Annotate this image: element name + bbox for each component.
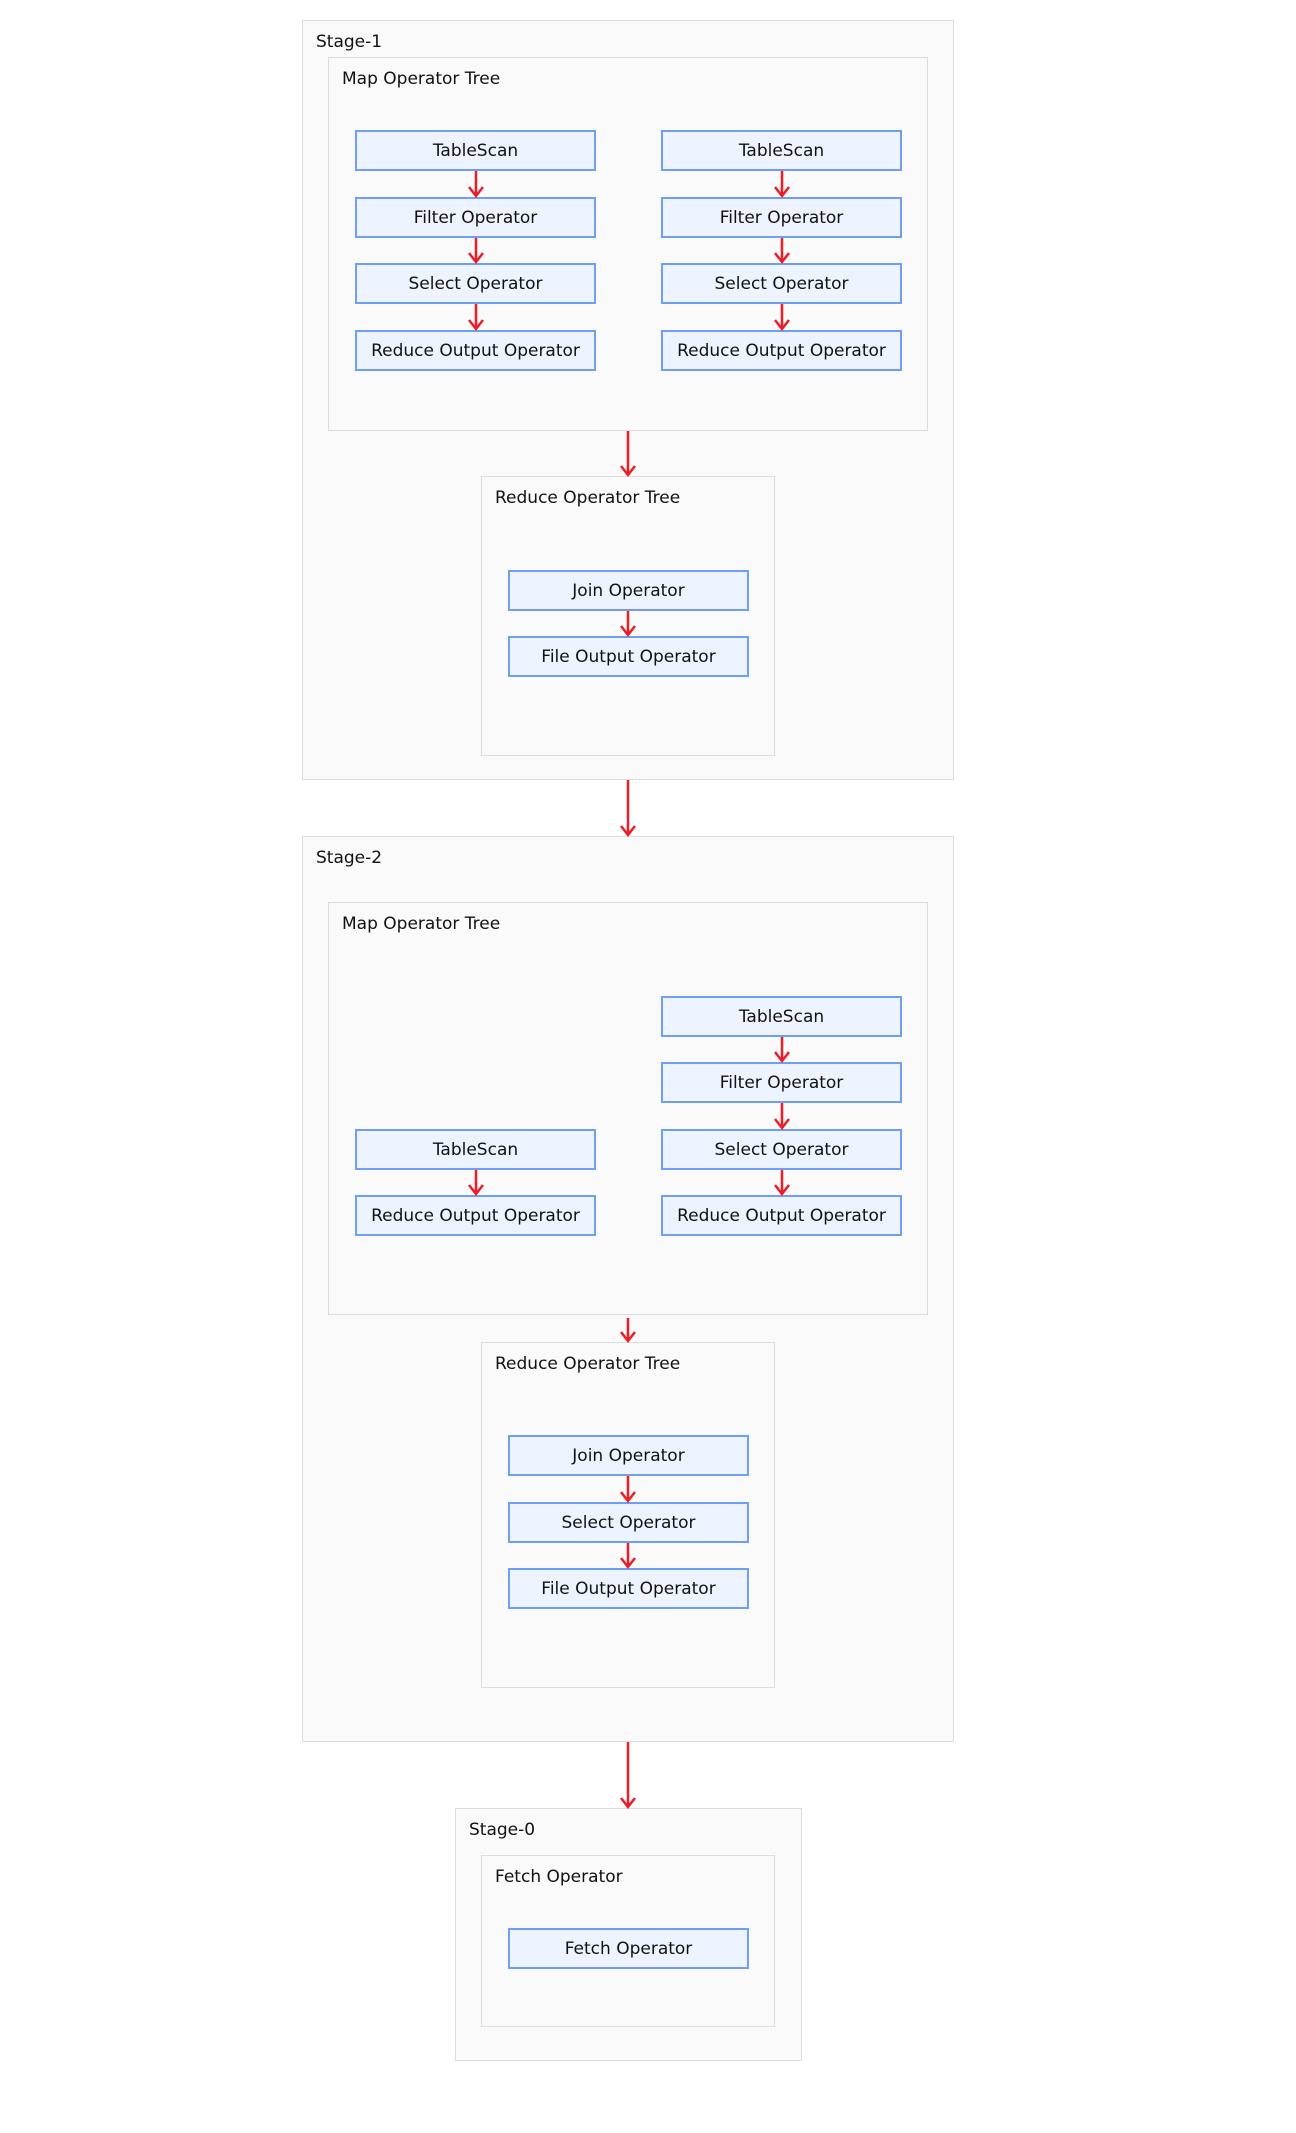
edge-stage-2-to-stage-0-arrow <box>620 1742 636 1810</box>
stage-1-map-left-tablescan-node: TableScan <box>355 130 596 171</box>
stage-1-map-tree: Map Operator Tree <box>328 57 928 431</box>
stage-1-map-right-tablescan-node: TableScan <box>661 130 902 171</box>
stage-1-map-left-filter-node: Filter Operator <box>355 197 596 238</box>
stage-0-fetch-tree-title: Fetch Operator <box>495 1867 623 1887</box>
stage-1-map-left-reduce-output-node: Reduce Output Operator <box>355 330 596 371</box>
stage-2-map-left-tablescan-node: TableScan <box>355 1129 596 1170</box>
stage-1-reduce-file-output-node: File Output Operator <box>508 636 749 677</box>
stage-1-map-right-select-node: Select Operator <box>661 263 902 304</box>
edge-stage-1-to-stage-2-arrow <box>620 780 636 838</box>
stage-2-map-right-select-node: Select Operator <box>661 1129 902 1170</box>
stage-2-reduce-join-node: Join Operator <box>508 1435 749 1476</box>
stage-2-map-right-filter-node: Filter Operator <box>661 1062 902 1103</box>
stage-1-reduce-tree-title: Reduce Operator Tree <box>495 488 681 508</box>
stage-1-map-tree-title: Map Operator Tree <box>342 69 501 89</box>
stage-2-reduce-file-output-node: File Output Operator <box>508 1568 749 1609</box>
stage-2-title: Stage-2 <box>316 848 383 868</box>
stage-1-reduce-tree: Reduce Operator Tree <box>481 476 775 756</box>
stage-2-reduce-select-node: Select Operator <box>508 1502 749 1543</box>
stage-1-title: Stage-1 <box>316 32 383 52</box>
stage-1-map-left-select-node: Select Operator <box>355 263 596 304</box>
stage-2-map-right-tablescan-node: TableScan <box>661 996 902 1037</box>
stage-2-map-left-reduce-output-node: Reduce Output Operator <box>355 1195 596 1236</box>
stage-1-map-right-reduce-output-node: Reduce Output Operator <box>661 330 902 371</box>
stage-2-reduce-tree-title: Reduce Operator Tree <box>495 1354 681 1374</box>
stage-2-map-tree: Map Operator Tree <box>328 902 928 1315</box>
stage-2-map-right-reduce-output-node: Reduce Output Operator <box>661 1195 902 1236</box>
stage-1-map-right-filter-node: Filter Operator <box>661 197 902 238</box>
stage-0-title: Stage-0 <box>469 1820 536 1840</box>
stage-2-map-tree-title: Map Operator Tree <box>342 914 501 934</box>
stage-1-reduce-join-node: Join Operator <box>508 570 749 611</box>
stage-0-fetch-node: Fetch Operator <box>508 1928 749 1969</box>
